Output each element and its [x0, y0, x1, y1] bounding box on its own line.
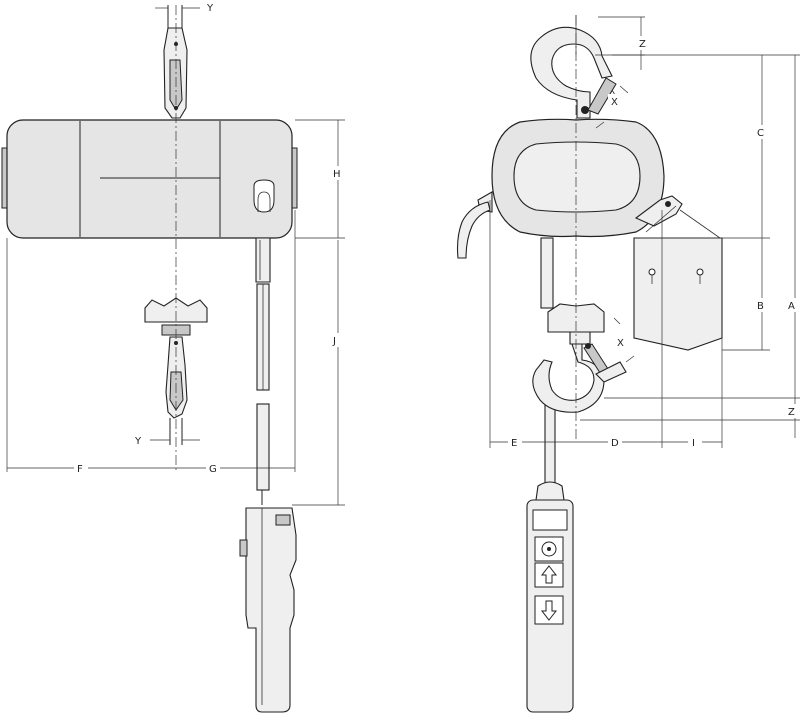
side-pendant — [240, 490, 296, 712]
label-a: A — [788, 301, 795, 312]
side-top-hook — [164, 5, 187, 118]
label-z-top: Z — [639, 39, 646, 50]
label-c: C — [757, 128, 764, 139]
label-x-bottom: X — [617, 338, 624, 349]
label-b: B — [757, 301, 764, 312]
label-z-bottom: Z — [788, 407, 795, 418]
label-f: F — [77, 464, 83, 475]
label-e: E — [511, 438, 517, 449]
front-view — [458, 15, 800, 712]
label-j: J — [332, 336, 336, 347]
front-bottom-hook — [533, 304, 626, 412]
label-y-bottom: Y — [134, 436, 142, 447]
front-pendant — [527, 482, 573, 712]
label-g: G — [209, 464, 217, 475]
side-chain — [256, 238, 270, 490]
front-hoist-body — [458, 119, 683, 258]
front-chain-bag — [634, 206, 722, 350]
front-top-hook — [531, 27, 618, 118]
label-d: D — [611, 438, 619, 449]
side-hoist-body — [2, 120, 297, 238]
label-y-top: Y — [206, 3, 214, 14]
side-view — [2, 5, 345, 712]
label-h: H — [333, 169, 341, 180]
label-i: I — [692, 438, 695, 449]
label-x-top: X — [611, 97, 618, 108]
